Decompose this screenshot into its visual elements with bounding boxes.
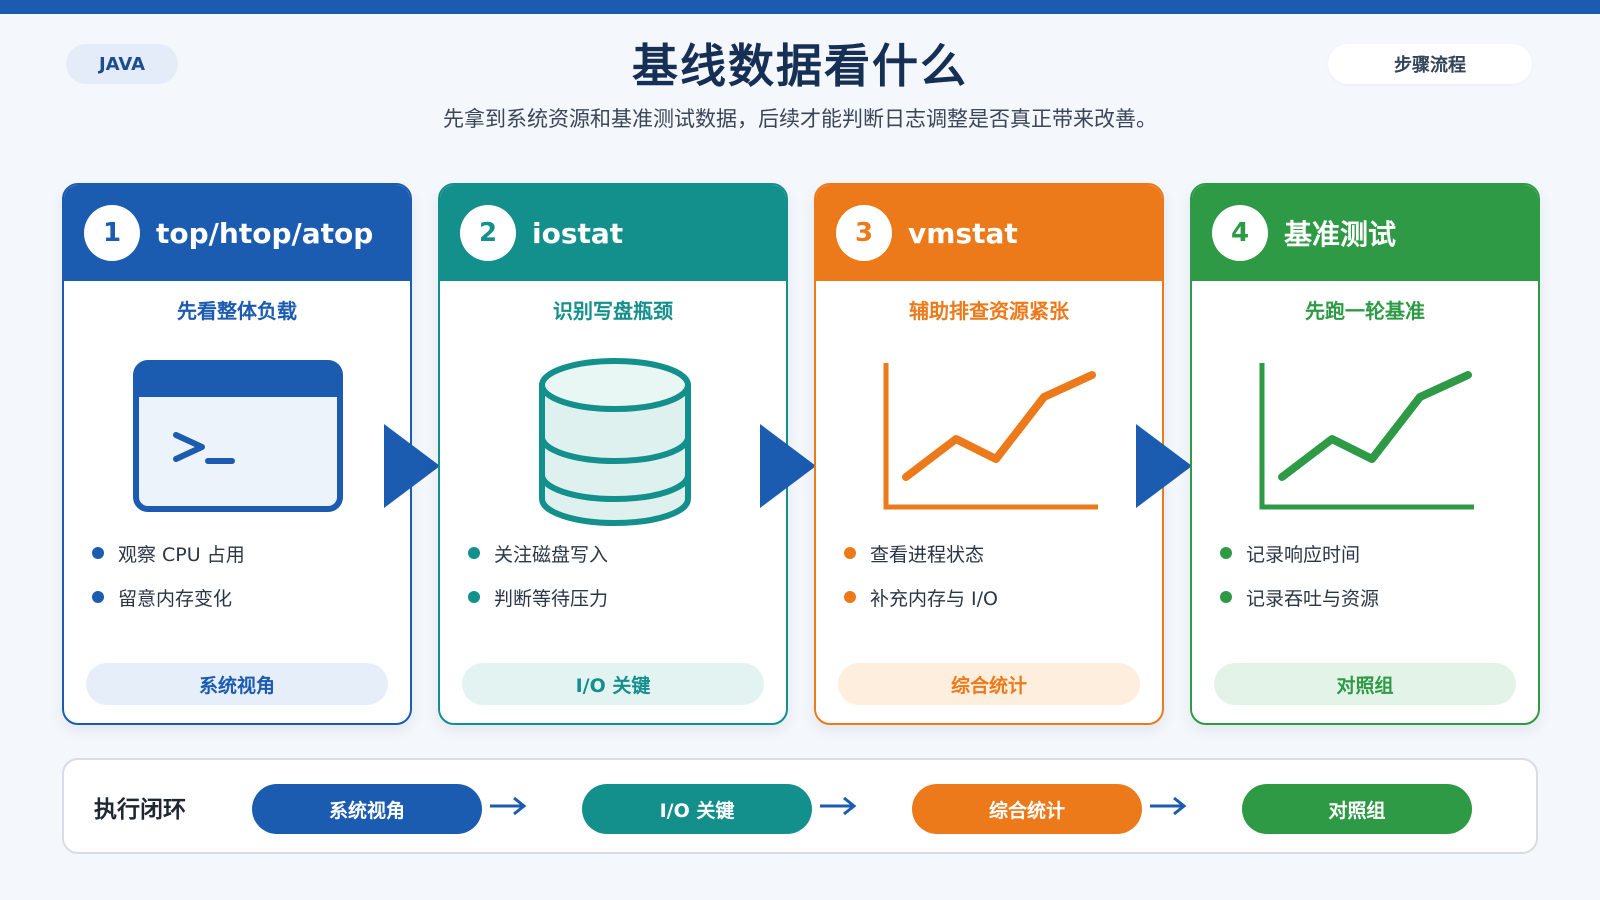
card-header: 3 vmstat <box>816 185 1162 281</box>
line-chart-icon <box>883 363 1098 510</box>
step-number: 1 <box>84 205 140 261</box>
card-title: top/htop/atop <box>156 216 374 250</box>
card-pill: 对照组 <box>1214 663 1516 705</box>
card-subtitle: 先跑一轮基准 <box>1305 299 1425 323</box>
card-subtitle: 识别写盘瓶颈 <box>553 299 673 323</box>
arrow-right-icon <box>1150 796 1187 816</box>
flow-step-3: 综合统计 <box>912 784 1142 834</box>
terminal-icon <box>133 360 343 512</box>
card-pill: I/O 关键 <box>462 663 764 705</box>
page-title: 基线数据看什么 <box>632 39 968 93</box>
step-number: 4 <box>1212 205 1268 261</box>
arrow-right-icon <box>490 796 527 816</box>
step-flow-tag: 步骤流程 <box>1328 44 1532 84</box>
bullet-dot-icon <box>844 591 856 603</box>
card-header: 1 top/htop/atop <box>64 185 410 281</box>
card-subtitle: 辅助排查资源紧张 <box>909 299 1069 323</box>
card-title: 基准测试 <box>1284 218 1397 251</box>
line-chart-icon <box>1259 363 1474 510</box>
list-item: 关注磁盘写入 <box>468 531 608 575</box>
top-accent-bar <box>0 0 1600 14</box>
bullet-dot-icon <box>1220 547 1232 559</box>
step-number: 2 <box>460 205 516 261</box>
bullet-dot-icon <box>468 591 480 603</box>
page-subtitle: 先拿到系统资源和基准测试数据，后续才能判断日志调整是否真正带来改善。 <box>443 107 1157 131</box>
step-card-2: 2 iostat 识别写盘瓶颈 关注磁盘写入 判断等待压力 I/O 关键 <box>438 183 788 725</box>
bullet-dot-icon <box>844 547 856 559</box>
bullet-list: 关注磁盘写入 判断等待压力 <box>468 531 608 619</box>
list-item: 观察 CPU 占用 <box>92 531 245 575</box>
card-pill: 系统视角 <box>86 663 388 705</box>
card-subtitle: 先看整体负载 <box>177 299 297 323</box>
bullet-list: 查看进程状态 补充内存与 I/O <box>844 531 998 619</box>
list-item: 记录响应时间 <box>1220 531 1379 575</box>
arrow-right-icon <box>1136 424 1192 508</box>
flow-step-4: 对照组 <box>1242 784 1472 834</box>
card-header: 2 iostat <box>440 185 786 281</box>
bullet-list: 记录响应时间 记录吞吐与资源 <box>1220 531 1379 619</box>
flow-step-2: I/O 关键 <box>582 784 812 834</box>
arrow-right-icon <box>820 796 857 816</box>
database-icon <box>539 358 691 526</box>
arrow-right-icon <box>384 424 440 508</box>
bullet-dot-icon <box>468 547 480 559</box>
step-card-1: 1 top/htop/atop 先看整体负载 观察 CPU 占用 留意内存变化 … <box>62 183 412 725</box>
execution-loop-label: 执行闭环 <box>94 797 186 823</box>
card-title: vmstat <box>908 216 1018 250</box>
step-card-3: 3 vmstat 辅助排查资源紧张 查看进程状态 补充内存与 I/O 综合统计 <box>814 183 1164 725</box>
execution-loop-panel: 执行闭环 系统视角 I/O 关键 综合统计 对照组 <box>62 758 1538 854</box>
list-item: 判断等待压力 <box>468 575 608 619</box>
list-item: 补充内存与 I/O <box>844 575 998 619</box>
bullet-dot-icon <box>92 547 104 559</box>
flow-step-1: 系统视角 <box>252 784 482 834</box>
card-pill: 综合统计 <box>838 663 1140 705</box>
list-item: 留意内存变化 <box>92 575 245 619</box>
step-number: 3 <box>836 205 892 261</box>
list-item: 记录吞吐与资源 <box>1220 575 1379 619</box>
step-card-4: 4 基准测试 先跑一轮基准 记录响应时间 记录吞吐与资源 对照组 <box>1190 183 1540 725</box>
bullet-dot-icon <box>92 591 104 603</box>
bullet-list: 观察 CPU 占用 留意内存变化 <box>92 531 245 619</box>
card-header: 4 基准测试 <box>1192 185 1538 281</box>
list-item: 查看进程状态 <box>844 531 998 575</box>
bullet-dot-icon <box>1220 591 1232 603</box>
arrow-right-icon <box>760 424 816 508</box>
card-title: iostat <box>532 216 624 250</box>
language-tag: JAVA <box>66 44 178 84</box>
